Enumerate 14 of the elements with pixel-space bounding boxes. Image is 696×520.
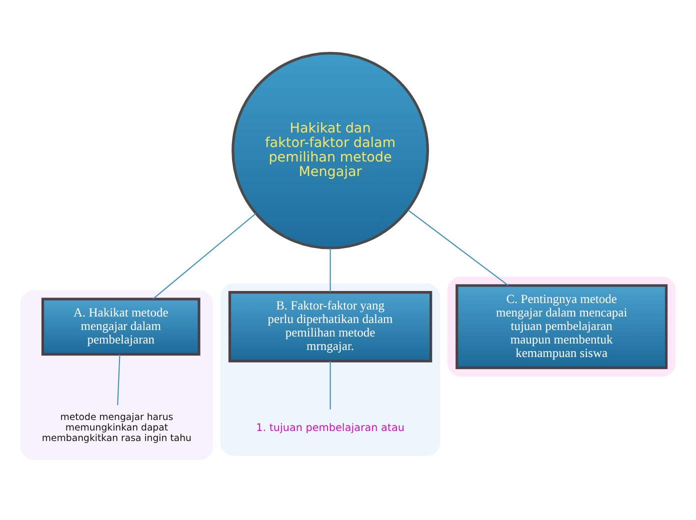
node-box: C. Pentingnya metode mengajar dalam mencapai tujuan pembelajaran maupun membentuk kemampuan siswa bbox=[456, 284, 668, 369]
connector bbox=[330, 248, 331, 292]
connector bbox=[117, 354, 120, 405]
node-text: metode mengajar harus memungkinkan dapat membangkitkan rasa ingin tahu bbox=[42, 412, 192, 444]
node-box: A. Hakikat metode mengajar dalam pembelajaran bbox=[41, 297, 200, 356]
cluster bbox=[20, 290, 214, 460]
node-circle: Hakikat dan faktor-faktor dalam pemilihan metode Mengajar bbox=[232, 51, 429, 249]
connector bbox=[152, 212, 256, 299]
connector bbox=[330, 360, 331, 409]
node-box: B. Faktor-faktor yang perlu diperhatikan dalam pemilihan metode mrngajar. bbox=[228, 290, 432, 362]
cluster bbox=[448, 276, 676, 376]
connector bbox=[408, 209, 509, 286]
cluster bbox=[220, 282, 440, 456]
node-text: 1. tujuan pembelajaran atau bbox=[256, 421, 404, 434]
